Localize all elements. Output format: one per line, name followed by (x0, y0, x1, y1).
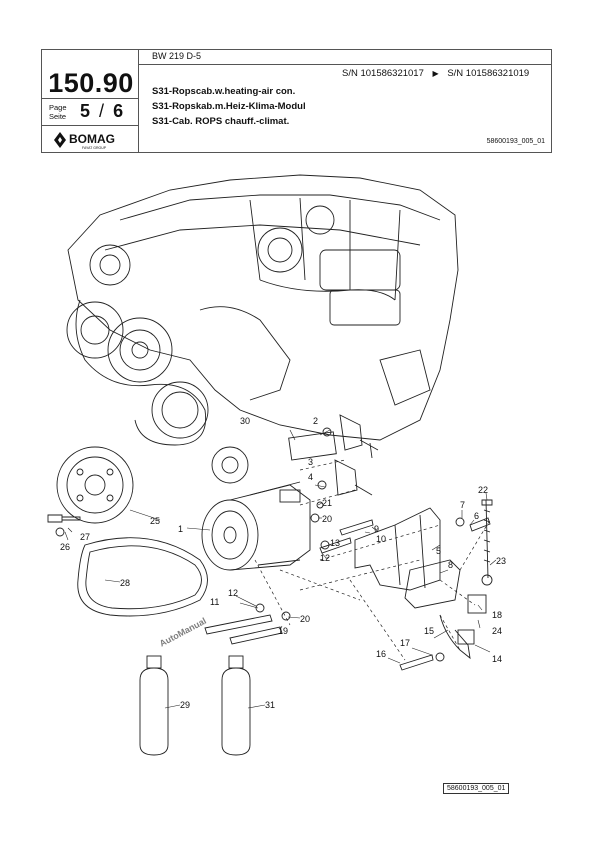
callout-5: 5 (436, 546, 441, 556)
callout-27: 27 (80, 532, 90, 542)
oil-bottle (139, 655, 169, 756)
callout-13: 13 (330, 538, 340, 548)
callout-8: 8 (448, 560, 453, 570)
serial-from: S/N 101586321017 (342, 68, 424, 79)
page-current: 5 (80, 101, 91, 121)
logo-sub: FAYAT GROUP (82, 146, 107, 150)
header-rule (42, 98, 138, 99)
title-fr: S31-Cab. ROPS chauff.-climat. (152, 116, 290, 127)
callout-3: 3 (308, 457, 313, 467)
callout-17: 17 (400, 638, 410, 648)
part-number: 150.90 (48, 68, 134, 98)
callout-10: 10 (376, 534, 386, 544)
callout-6: 6 (474, 511, 479, 521)
serial-to: S/N 101586321019 (447, 68, 530, 79)
callout-1: 1 (178, 524, 183, 534)
callout-23: 23 (496, 556, 506, 566)
title-en: S31-Ropscab.w.heating-air con. (152, 86, 296, 97)
title-de: S31-Ropskab.m.Heiz-Klima-Modul (152, 101, 306, 112)
mounting-bracket (354, 507, 441, 591)
spacer-block (467, 594, 487, 614)
pulley (56, 446, 134, 524)
page-number: 5 / 6 (80, 101, 123, 122)
tensioner-bracket (404, 559, 461, 609)
model-name: BW 219 D-5 (152, 51, 202, 61)
callout-20: 20 (300, 614, 310, 624)
callout-22: 22 (478, 485, 488, 495)
exploded-parts-diagram: 1 2 3 4 5 6 7 8 9 10 11 12 12 13 14 15 1… (47, 174, 506, 756)
page-label: Page Seite (49, 103, 67, 121)
callout-2: 2 (313, 416, 318, 426)
callout-20b: 20 (322, 514, 332, 524)
callout-15: 15 (424, 626, 434, 636)
callout-31: 31 (265, 700, 275, 710)
header-box: BW 219 D-5 150.90 Page Seite 5 / 6 BOMAG… (41, 49, 552, 153)
page-separator: / (99, 101, 105, 121)
header-rule (42, 125, 138, 126)
tensioner-arm (439, 614, 471, 660)
oil-bottle (221, 655, 251, 756)
v-belt (77, 537, 208, 617)
bomag-logo: BOMAG FAYAT GROUP (54, 132, 115, 150)
callout-18: 18 (492, 610, 502, 620)
arrow-right-icon: ▶ (432, 69, 439, 78)
callout-12b: 12 (320, 553, 330, 563)
bolt (204, 614, 273, 635)
bolt (481, 499, 493, 579)
label-plate (288, 431, 337, 461)
header-rule (138, 64, 551, 65)
callout-25: 25 (150, 516, 160, 526)
callout-14: 14 (492, 654, 502, 664)
callout-21: 21 (322, 498, 332, 508)
callout-16: 16 (376, 649, 386, 659)
page-label-en: Page (49, 103, 67, 112)
callout-11: 11 (210, 597, 219, 607)
callout-24: 24 (492, 626, 502, 636)
ac-compressor (201, 481, 311, 571)
callout-labels: 1 2 3 4 5 6 7 8 9 10 11 12 12 13 14 15 1… (60, 416, 506, 710)
engine-block (67, 174, 459, 441)
logo-brand: BOMAG (69, 132, 115, 146)
callout-29: 29 (180, 700, 190, 710)
callout-19: 19 (278, 626, 288, 636)
header-divider (138, 50, 139, 152)
crank-pulley (66, 301, 124, 359)
callout-28: 28 (120, 578, 130, 588)
page-total: 6 (113, 101, 124, 121)
watermark: AutoManual (158, 616, 208, 649)
callout-9: 9 (374, 524, 379, 534)
header-image-ref: 58600193_005_01 (486, 138, 545, 145)
callout-30: 30 (240, 416, 250, 426)
bolt (229, 626, 283, 645)
callout-12: 12 (228, 588, 238, 598)
serial-range: S/N 101586321017 ▶ S/N 101586321019 (342, 68, 529, 79)
callout-26: 26 (60, 542, 70, 552)
turbocharger (257, 227, 303, 273)
callout-7: 7 (460, 500, 465, 510)
footer-image-ref: 58600193_005_01 (443, 783, 510, 794)
page-label-de: Seite (49, 112, 67, 121)
callout-4: 4 (308, 472, 313, 482)
